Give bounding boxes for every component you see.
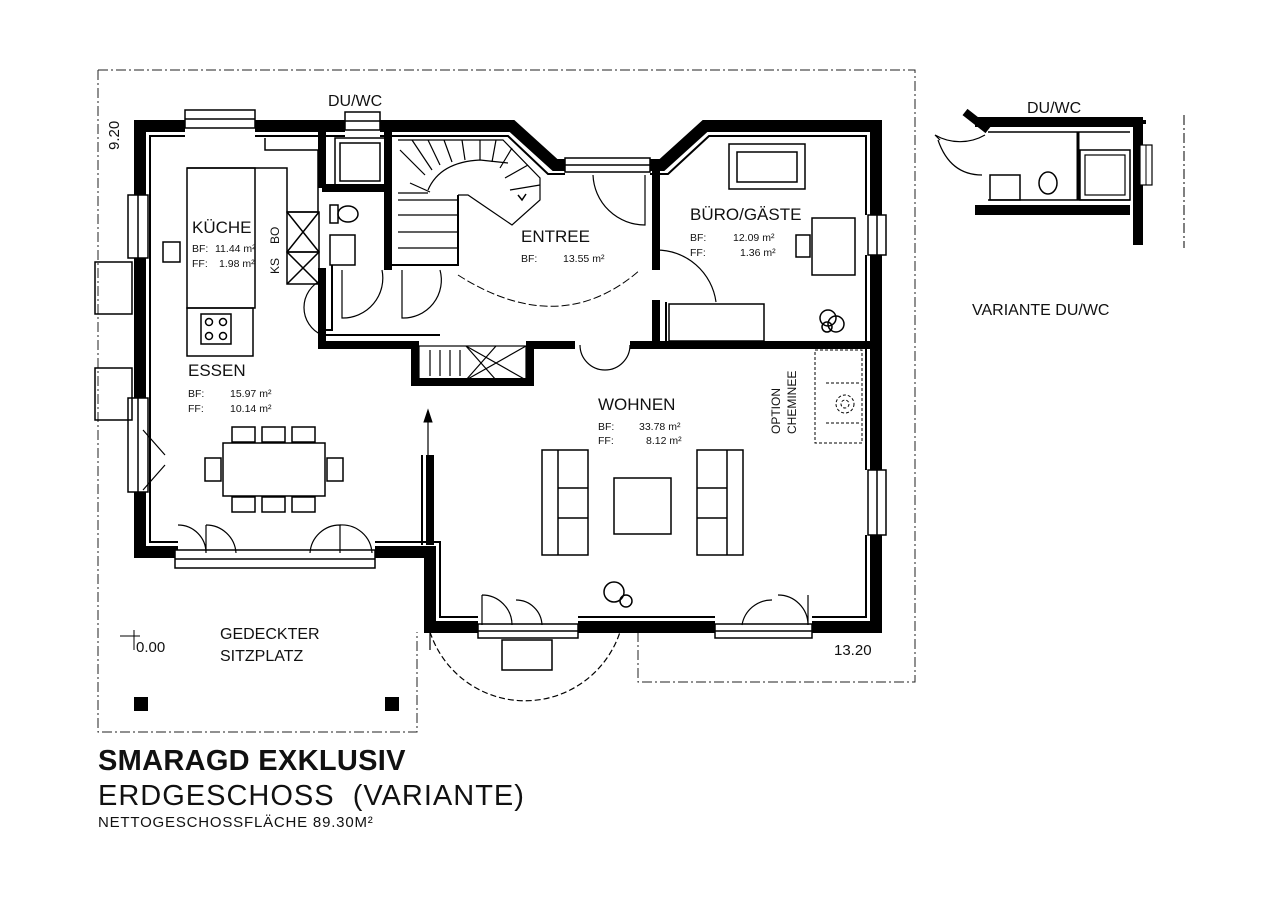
sitzplatz-line2: SITZPLATZ xyxy=(220,648,303,665)
essen-bf-value: 15.97 m² xyxy=(230,388,272,400)
sofa-left xyxy=(541,449,589,556)
buero-ff-label: FF: xyxy=(690,247,706,259)
cheminee-label: CHEMINEE xyxy=(785,371,799,434)
stove-icon xyxy=(200,313,232,345)
duwc-label: DU/WC xyxy=(328,93,382,110)
living-furniture xyxy=(541,449,744,608)
ks-label: KS xyxy=(268,258,282,274)
kueche-bf-value: 11.44 m² xyxy=(215,243,256,255)
essen-ff-value: 10.14 m² xyxy=(230,403,272,415)
terrace-posts xyxy=(134,697,399,711)
bathroom-fixtures xyxy=(329,137,386,266)
cabinet xyxy=(418,345,527,381)
staircase xyxy=(398,139,541,249)
essen-bf-label: BF: xyxy=(188,388,204,400)
bed xyxy=(668,303,765,342)
title-block: SMARAGD EXKLUSIV ERDGESCHOSS (VARIANTE) … xyxy=(98,744,525,832)
wall-details xyxy=(322,195,667,545)
level-label: 0.00 xyxy=(136,639,165,656)
bo-label: BO xyxy=(268,227,282,244)
interior-walls xyxy=(318,130,870,545)
buero-title: BÜRO/GÄSTE xyxy=(690,205,801,224)
wohnen-ff-value: 8.12 m² xyxy=(646,435,682,447)
variant-label: VARIANTE DU/WC xyxy=(972,302,1109,319)
kueche-bf-label: BF: xyxy=(192,243,208,255)
wohnen-bf-label: BF: xyxy=(598,421,614,433)
level-marker xyxy=(120,630,140,650)
dining-set xyxy=(204,426,344,513)
sofa-right xyxy=(696,449,744,556)
area-subtitle: NETTOGESCHOSSFLÄCHE 89.30M² xyxy=(98,814,374,831)
outer-walls xyxy=(134,120,882,633)
wall-lining xyxy=(149,135,867,618)
fireplace-option xyxy=(814,349,863,444)
toilet-icon xyxy=(337,205,359,223)
sink-icon xyxy=(329,234,356,266)
variant-inset xyxy=(934,108,1185,248)
wohnen-ff-label: FF: xyxy=(598,435,614,447)
cheminee-option-label: OPTION xyxy=(769,388,783,434)
height-dimension: 9.20 xyxy=(106,121,123,150)
dining-table xyxy=(222,442,326,497)
floor-title: ERDGESCHOSS (VARIANTE) xyxy=(98,780,525,812)
coffee-table xyxy=(613,477,672,535)
variant-toilet-icon xyxy=(1038,171,1058,195)
project-title: SMARAGD EXKLUSIV xyxy=(98,745,406,777)
width-dimension: 13.20 xyxy=(834,642,872,659)
doors xyxy=(142,174,809,702)
buero-ff-value: 1.36 m² xyxy=(740,247,776,259)
variant-duwc-label: DU/WC xyxy=(1027,100,1081,117)
entree-floor-curve xyxy=(457,269,641,307)
plant-icon xyxy=(603,581,625,603)
kitchen-fixtures xyxy=(162,138,320,357)
entree-title: ENTREE xyxy=(521,227,590,246)
stair-arrow xyxy=(517,193,527,202)
desk xyxy=(811,217,856,276)
windows xyxy=(94,109,887,671)
sitzplatz-line1: GEDECKTER xyxy=(220,626,320,643)
entrance-arrow xyxy=(423,408,433,455)
wohnen-bf-value: 33.78 m² xyxy=(639,421,681,433)
plot-outline xyxy=(97,69,916,733)
essen-ff-label: FF: xyxy=(188,403,204,415)
kueche-ff-label: FF: xyxy=(192,258,208,270)
office-furniture xyxy=(668,143,856,342)
wohnen-title: WOHNEN xyxy=(598,395,675,414)
kueche-title: KÜCHE xyxy=(192,218,252,237)
entree-bf-value: 13.55 m² xyxy=(563,253,605,265)
kueche-ff-value: 1.98 m² xyxy=(219,258,255,270)
essen-title: ESSEN xyxy=(188,361,246,380)
buero-bf-value: 12.09 m² xyxy=(733,232,775,244)
buero-bf-label: BF: xyxy=(690,232,706,244)
kitchen-sink-icon xyxy=(162,241,181,263)
entree-bf-label: BF: xyxy=(521,253,537,265)
